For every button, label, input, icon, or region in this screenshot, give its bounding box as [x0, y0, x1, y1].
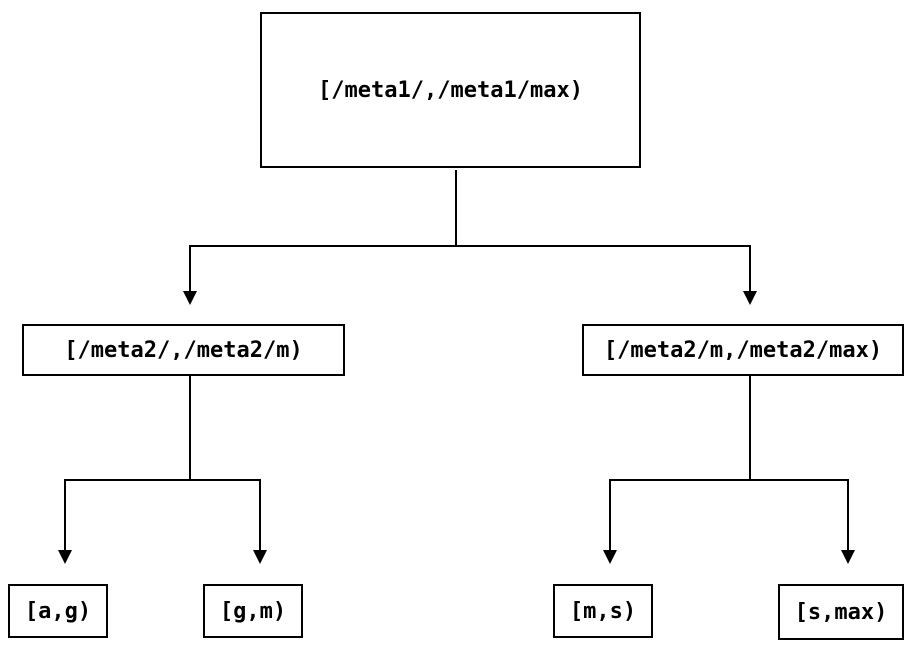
tree-node-root: [/meta1/,/meta1/max): [260, 12, 641, 168]
edge-meta2-right-to-leaf-m-s: [609, 479, 611, 550]
edge-root-horizontal-bar: [189, 245, 751, 247]
tree-node-leaf-g-m: [g,m): [203, 584, 303, 638]
arrow-down-icon: [253, 550, 267, 564]
tree-node-meta2-right: [/meta2/m,/meta2/max): [582, 324, 904, 376]
edge-meta2-right-horizontal-bar: [609, 479, 849, 481]
tree-node-leaf-a-g: [a,g): [8, 584, 108, 638]
arrow-down-icon: [841, 550, 855, 564]
tree-node-leaf-m-s: [m,s): [553, 584, 653, 638]
arrow-down-icon: [58, 550, 72, 564]
edge-meta2-left-horizontal-bar: [64, 479, 261, 481]
edge-meta2-left-trunk: [189, 376, 191, 480]
edge-meta2-right-trunk: [749, 376, 751, 480]
edge-root-to-meta2-left: [189, 245, 191, 291]
edge-root-trunk: [455, 170, 457, 246]
tree-node-meta2-left: [/meta2/,/meta2/m): [22, 324, 345, 376]
edge-meta2-left-to-leaf-g-m: [259, 479, 261, 550]
arrow-down-icon: [603, 550, 617, 564]
edge-root-to-meta2-right: [749, 245, 751, 291]
edge-meta2-right-to-leaf-s-max: [847, 479, 849, 550]
arrow-down-icon: [183, 291, 197, 305]
tree-node-leaf-s-max: [s,max): [778, 584, 904, 640]
arrow-down-icon: [743, 291, 757, 305]
edge-meta2-left-to-leaf-a-g: [64, 479, 66, 550]
